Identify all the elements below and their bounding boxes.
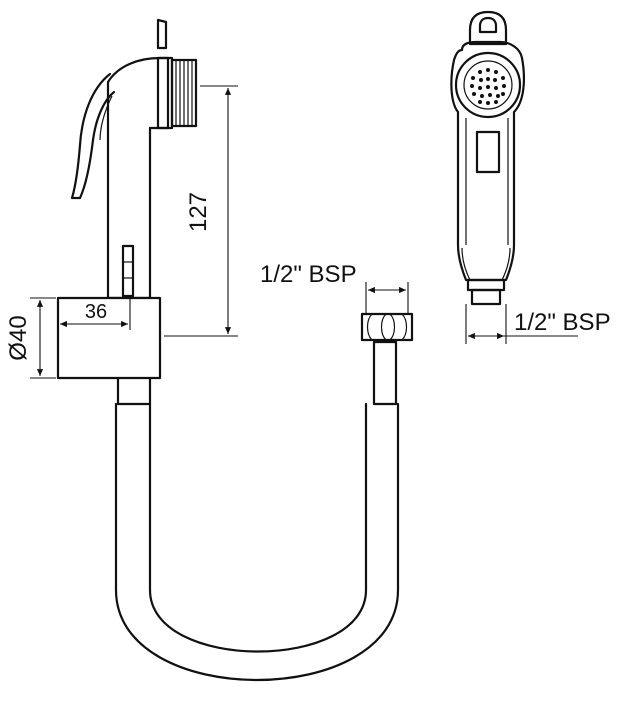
dimension-127-label: 127: [185, 192, 212, 232]
dimension-handle-thread: 1/2" BSP: [465, 304, 611, 344]
dimension-diameter-40-label: Ø40: [5, 315, 32, 360]
spray-handle-side-view: [70, 18, 198, 300]
dimension-36: 36: [60, 298, 131, 330]
hose-thread-label: 1/2" BSP: [260, 261, 357, 288]
hex-nut: [360, 312, 414, 342]
dimension-hose-thread: 1/2" BSP: [260, 261, 409, 314]
dimension-127: 127: [164, 85, 238, 337]
knurl-lines: [175, 60, 193, 126]
spray-handle-front-view: [450, 10, 525, 306]
dimension-diameter-40: Ø40: [5, 297, 56, 379]
wall-bracket: [56, 296, 162, 406]
dimension-36-label: 36: [85, 301, 107, 323]
handle-thread-label: 1/2" BSP: [514, 309, 611, 336]
hose: [114, 312, 414, 681]
nozzle-holes: [470, 68, 506, 105]
